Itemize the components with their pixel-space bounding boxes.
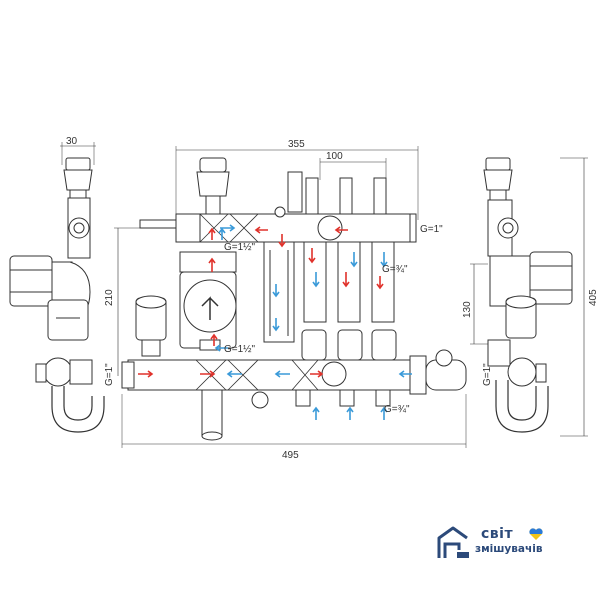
front-view [114, 146, 467, 448]
overall-length-label: 355 [288, 139, 305, 150]
right-side-view [470, 157, 588, 437]
flow-arrows [138, 224, 412, 420]
right-height-405-label: 405 [588, 289, 599, 306]
right-height-130-label: 130 [462, 301, 473, 318]
top-thread-label: G=1" [420, 224, 443, 235]
faucet-house-icon [437, 526, 469, 558]
left-thread-label: G=1" [104, 363, 115, 386]
outlet-top-thread-label: G=¾" [382, 264, 408, 275]
overall-width-label: 495 [282, 450, 299, 461]
top-port-thread-label: G=1½" [224, 242, 256, 253]
brand-logo: світ змішувачів [433, 522, 593, 562]
bottom-port-thread-label: G=1½" [224, 344, 256, 355]
left-side-view [9, 142, 105, 433]
outlet-spacing-label: 100 [326, 151, 343, 162]
outlet-bottom-thread-label: G=¾" [384, 404, 410, 415]
pump-height-label: 210 [104, 289, 115, 306]
left-side-width-label: 30 [66, 136, 78, 147]
right-thread-label: G=1" [482, 363, 493, 386]
logo-text-line1: світ [481, 526, 514, 542]
ukraine-heart-icon [529, 528, 543, 540]
logo-text-line2: змішувачів [475, 543, 543, 555]
